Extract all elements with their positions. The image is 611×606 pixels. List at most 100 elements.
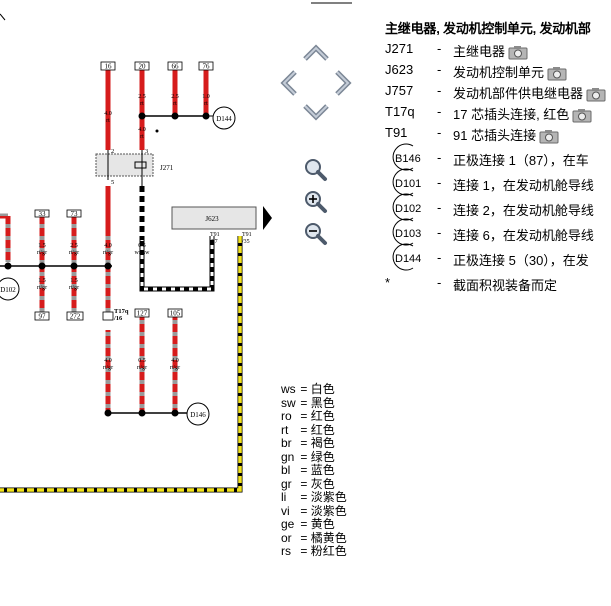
color-name: 黑色 bbox=[310, 395, 335, 410]
legend-code: B146 bbox=[395, 153, 421, 165]
legend-dash: - bbox=[437, 41, 442, 56]
pan-right-button[interactable] bbox=[332, 68, 354, 98]
legend-desc: 正极连接 1（87），在车 bbox=[453, 153, 589, 168]
color-key-row: br = 褐色 bbox=[281, 436, 347, 451]
color-abbr: rt bbox=[281, 422, 289, 437]
color-name: 淡紫色 bbox=[310, 490, 347, 504]
legend-desc-wrap: 17 芯插头连接, 红色 bbox=[453, 104, 592, 123]
ground-symbol-icon bbox=[392, 143, 414, 171]
legend-ground-d101: D101 - 连接 1，在发动机舱导线 bbox=[383, 168, 611, 198]
ground-d146: D146 bbox=[186, 402, 210, 426]
legend-dash: - bbox=[437, 250, 442, 265]
legend-desc: 连接 2，在发动机舱导线 bbox=[453, 203, 594, 218]
ground-d146-label: D146 bbox=[190, 411, 206, 419]
camera-icon[interactable] bbox=[586, 87, 606, 102]
expand-arrow-icon[interactable] bbox=[263, 206, 272, 230]
arrow-down-icon bbox=[303, 104, 329, 121]
color-abbr: vi bbox=[281, 503, 290, 518]
pin-t91-35: T91/35 bbox=[242, 232, 252, 245]
box-127: 127 bbox=[137, 310, 148, 318]
legend-desc: 连接 6，在发动机舱导线 bbox=[453, 228, 594, 243]
legend-code: D101 bbox=[395, 178, 422, 190]
pin-5: 5 bbox=[111, 179, 114, 186]
color-abbr: bl bbox=[281, 463, 291, 477]
pan-down-button[interactable] bbox=[302, 102, 330, 122]
color-eq: = bbox=[300, 436, 308, 450]
legend-title: 主继电器, 发动机控制单元, 发动机部 bbox=[385, 21, 591, 36]
ground-symbol-icon bbox=[392, 243, 414, 271]
legend-code: T17q bbox=[385, 104, 415, 119]
color-abbr: ro bbox=[281, 409, 292, 423]
pin-t17q-16: T17q/16 bbox=[113, 308, 129, 322]
color-name: 白色 bbox=[310, 382, 335, 396]
legend-ground-d102: D102 - 连接 2，在发动机舱导线 bbox=[383, 193, 611, 223]
legend-desc-wrap: 91 芯插头连接 bbox=[453, 125, 559, 144]
legend-desc-wrap: 发动机控制单元 bbox=[453, 62, 567, 81]
zoom-out-button[interactable] bbox=[302, 220, 328, 246]
color-abbr: li bbox=[281, 490, 287, 504]
box-105: 105 bbox=[170, 310, 181, 318]
color-name: 淡紫色 bbox=[310, 503, 347, 518]
color-abbr: gr bbox=[281, 476, 292, 491]
box-272: 272 bbox=[70, 313, 81, 321]
ground-symbol-icon bbox=[392, 218, 414, 246]
color-eq: = bbox=[300, 395, 308, 410]
legend-dash: - bbox=[437, 125, 442, 140]
color-eq: = bbox=[300, 463, 308, 477]
zoom-in-button[interactable] bbox=[302, 188, 328, 214]
box-33: 33 bbox=[39, 210, 47, 218]
wire-color-key: ws = 白色 sw = 黑色 ro = 红色 rt = 红色 br = 褐色 … bbox=[281, 382, 347, 559]
color-key-row: sw = 黑色 bbox=[281, 395, 347, 411]
camera-icon[interactable] bbox=[547, 66, 567, 81]
ground-d102: D102 bbox=[0, 277, 20, 301]
color-eq: = bbox=[300, 422, 308, 437]
color-name: 黄色 bbox=[310, 517, 335, 531]
zoom-fit-icon bbox=[305, 159, 327, 181]
color-eq: = bbox=[300, 382, 308, 396]
arrow-left-icon bbox=[280, 70, 297, 96]
legend-dash: - bbox=[437, 104, 442, 119]
camera-icon[interactable] bbox=[539, 129, 559, 144]
arrow-up-icon bbox=[303, 44, 329, 61]
ground-symbol-icon bbox=[392, 168, 414, 196]
left-edge-tick bbox=[0, 13, 6, 21]
color-key-row: ro = 红色 bbox=[281, 409, 347, 424]
legend-code: D103 bbox=[395, 228, 422, 240]
legend-desc: 正极连接 5（30），在发 bbox=[453, 253, 589, 268]
legend-item-t17q: T17q - 17 芯插头连接, 红色 bbox=[383, 102, 611, 123]
pan-up-button[interactable] bbox=[302, 42, 330, 62]
junction-dots bbox=[4, 112, 210, 417]
legend-code: * bbox=[385, 275, 391, 290]
color-key-row: bl = 蓝色 bbox=[281, 463, 347, 478]
wire-t91-35 bbox=[0, 236, 243, 493]
ecu-j623-label: J623 bbox=[205, 215, 219, 223]
pan-left-button[interactable] bbox=[278, 68, 300, 98]
relay-j271-label: J271 bbox=[160, 164, 174, 172]
legend-code: J623 bbox=[385, 62, 414, 77]
legend-dash: - bbox=[437, 200, 442, 215]
camera-icon[interactable] bbox=[508, 45, 528, 60]
connector-t17q: T17q/16 bbox=[102, 308, 129, 322]
ground-d144-label: D144 bbox=[216, 115, 232, 123]
legend-footnote: * - 截面积视装备而定 bbox=[383, 273, 611, 294]
color-eq: = bbox=[300, 409, 308, 423]
ground-d102-label: D102 bbox=[0, 286, 16, 294]
color-eq: = bbox=[300, 544, 308, 558]
zoom-fit-button[interactable] bbox=[302, 156, 328, 182]
color-eq: = bbox=[300, 503, 308, 518]
color-key-row: rt = 红色 bbox=[281, 422, 347, 438]
color-key-row: rs = 粉红色 bbox=[281, 544, 347, 559]
legend-dash: - bbox=[437, 62, 442, 77]
arrow-right-icon bbox=[335, 70, 352, 96]
camera-icon[interactable] bbox=[572, 108, 592, 123]
color-name: 橘黄色 bbox=[310, 530, 347, 545]
color-abbr: br bbox=[281, 436, 292, 450]
color-eq: = bbox=[300, 517, 308, 531]
